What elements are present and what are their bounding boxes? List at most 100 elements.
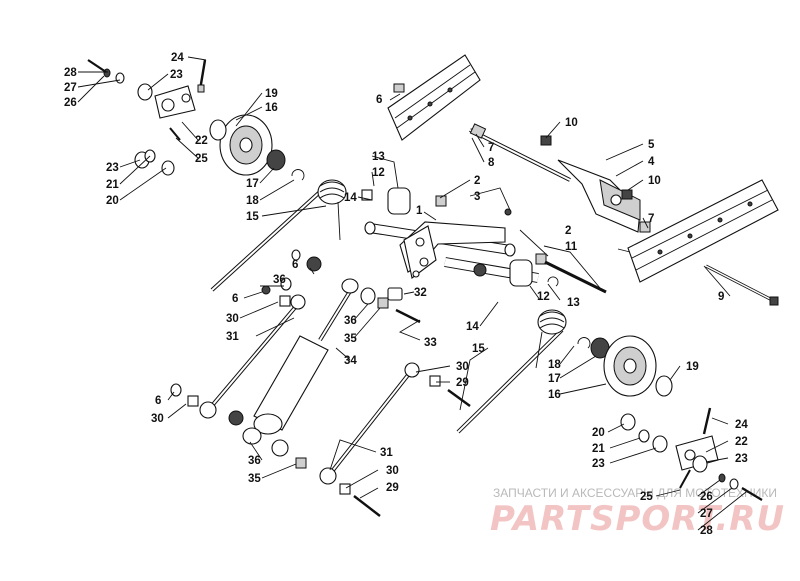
callout-18: 18	[246, 195, 259, 207]
callout-19b: 19	[686, 361, 699, 373]
bearing-19b	[655, 375, 673, 397]
callout-30: 30	[226, 313, 239, 325]
nut-26b	[718, 473, 726, 483]
arm-22-left	[154, 85, 196, 119]
snap-ring-18b	[577, 337, 591, 349]
spacer-36c	[271, 439, 289, 457]
washer-27	[115, 72, 125, 84]
rail-lower	[627, 179, 779, 283]
callout-25: 25	[195, 153, 208, 165]
stop-block-12a	[387, 187, 411, 215]
nut-6b	[291, 249, 301, 261]
callout-35: 35	[344, 333, 357, 345]
bolt-10b-head	[621, 189, 633, 200]
callout-14b: 14	[466, 321, 479, 333]
callout-21: 21	[106, 179, 119, 191]
callout-23b: 23	[106, 162, 119, 174]
callout-3: 3	[474, 191, 480, 203]
callout-6b: 6	[292, 259, 298, 271]
bolt-29b	[353, 495, 381, 517]
callout-13: 13	[372, 151, 385, 163]
link-rod-31-lower	[319, 362, 420, 485]
callout-30d: 30	[386, 465, 399, 477]
callout-20b: 20	[592, 427, 605, 439]
callout-24b: 24	[735, 419, 748, 431]
shock-34	[253, 278, 359, 435]
callout-14: 14	[344, 192, 357, 204]
frame-1	[399, 221, 506, 279]
callout-31: 31	[226, 331, 239, 343]
bolt-13a	[361, 189, 373, 201]
axle-right-shaft-15	[456, 328, 564, 434]
callout-23d: 23	[735, 453, 748, 465]
washer-36	[280, 277, 292, 291]
nut-6a	[306, 256, 322, 272]
spacer-23	[137, 83, 153, 101]
callout-12b: 12	[537, 291, 550, 303]
callout-10b: 10	[648, 175, 661, 187]
bolt-29a	[447, 389, 471, 407]
rear-axle-8	[469, 123, 571, 182]
bushing-30d	[339, 483, 351, 495]
callout-18b: 18	[548, 359, 561, 371]
callout-12: 12	[372, 167, 385, 179]
bushing-30a	[279, 295, 291, 307]
callout-21b: 21	[592, 443, 605, 455]
callout-28b: 28	[700, 525, 713, 537]
bushing-32	[387, 287, 403, 301]
bolt-28	[87, 59, 107, 73]
spacer-35b	[295, 457, 307, 469]
callout-17: 17	[246, 178, 259, 190]
rail-upper	[387, 54, 481, 141]
callout-28: 28	[64, 67, 77, 79]
callout-29: 29	[456, 377, 469, 389]
callout-16: 16	[265, 102, 278, 114]
stop-block-12b	[509, 259, 533, 287]
callout-25b: 25	[640, 491, 653, 503]
callout-13b: 13	[567, 297, 580, 309]
callout-6: 6	[376, 94, 382, 106]
washer-30c	[228, 410, 244, 426]
callout-36c: 36	[248, 455, 261, 467]
shaft-11	[544, 260, 607, 294]
callout-5: 5	[648, 139, 655, 151]
callout-16b: 16	[548, 389, 561, 401]
callout-23c: 23	[592, 458, 605, 470]
leader-lines	[77, 56, 747, 531]
spacer-2a	[435, 195, 447, 207]
pin-25b	[679, 469, 691, 489]
bearing-17	[266, 149, 286, 171]
cap-20b	[620, 413, 636, 431]
bolt-33	[395, 308, 421, 324]
callout-10: 10	[565, 117, 578, 129]
watermark-brand: PARTSPORT.RU	[490, 499, 785, 539]
nut-6c	[261, 285, 271, 295]
spacer-23d	[692, 455, 708, 473]
callout-6c: 6	[232, 293, 238, 305]
spring-left-15	[317, 179, 347, 241]
bushing-30c	[429, 375, 441, 387]
callout-1: 1	[416, 205, 423, 217]
washer-21b	[638, 429, 650, 443]
callout-9: 9	[718, 291, 724, 303]
bolt-24b	[702, 407, 712, 435]
pin-25	[169, 127, 181, 141]
callout-15: 15	[246, 211, 259, 223]
callout-6d: 6	[155, 395, 161, 407]
bushing-32a	[473, 263, 487, 277]
bearing-19	[209, 119, 227, 141]
bolt-9	[705, 264, 779, 306]
callout-30b: 30	[456, 361, 469, 373]
wheel-right-16	[603, 335, 657, 397]
watermark-tagline: ЗАПЧАСТИ И АКСЕССУАРЫ ДЛЯ МОТОТЕХНИКИ	[493, 486, 777, 500]
callout-33: 33	[424, 337, 437, 349]
bushing-30b	[187, 395, 199, 407]
link-rod-31-upper	[199, 294, 306, 419]
callout-24: 24	[171, 52, 184, 64]
callout-20: 20	[106, 195, 119, 207]
callout-2: 2	[474, 175, 480, 187]
callout-8: 8	[488, 157, 495, 169]
spacer-35a	[377, 297, 389, 309]
callout-36b: 36	[344, 315, 357, 327]
